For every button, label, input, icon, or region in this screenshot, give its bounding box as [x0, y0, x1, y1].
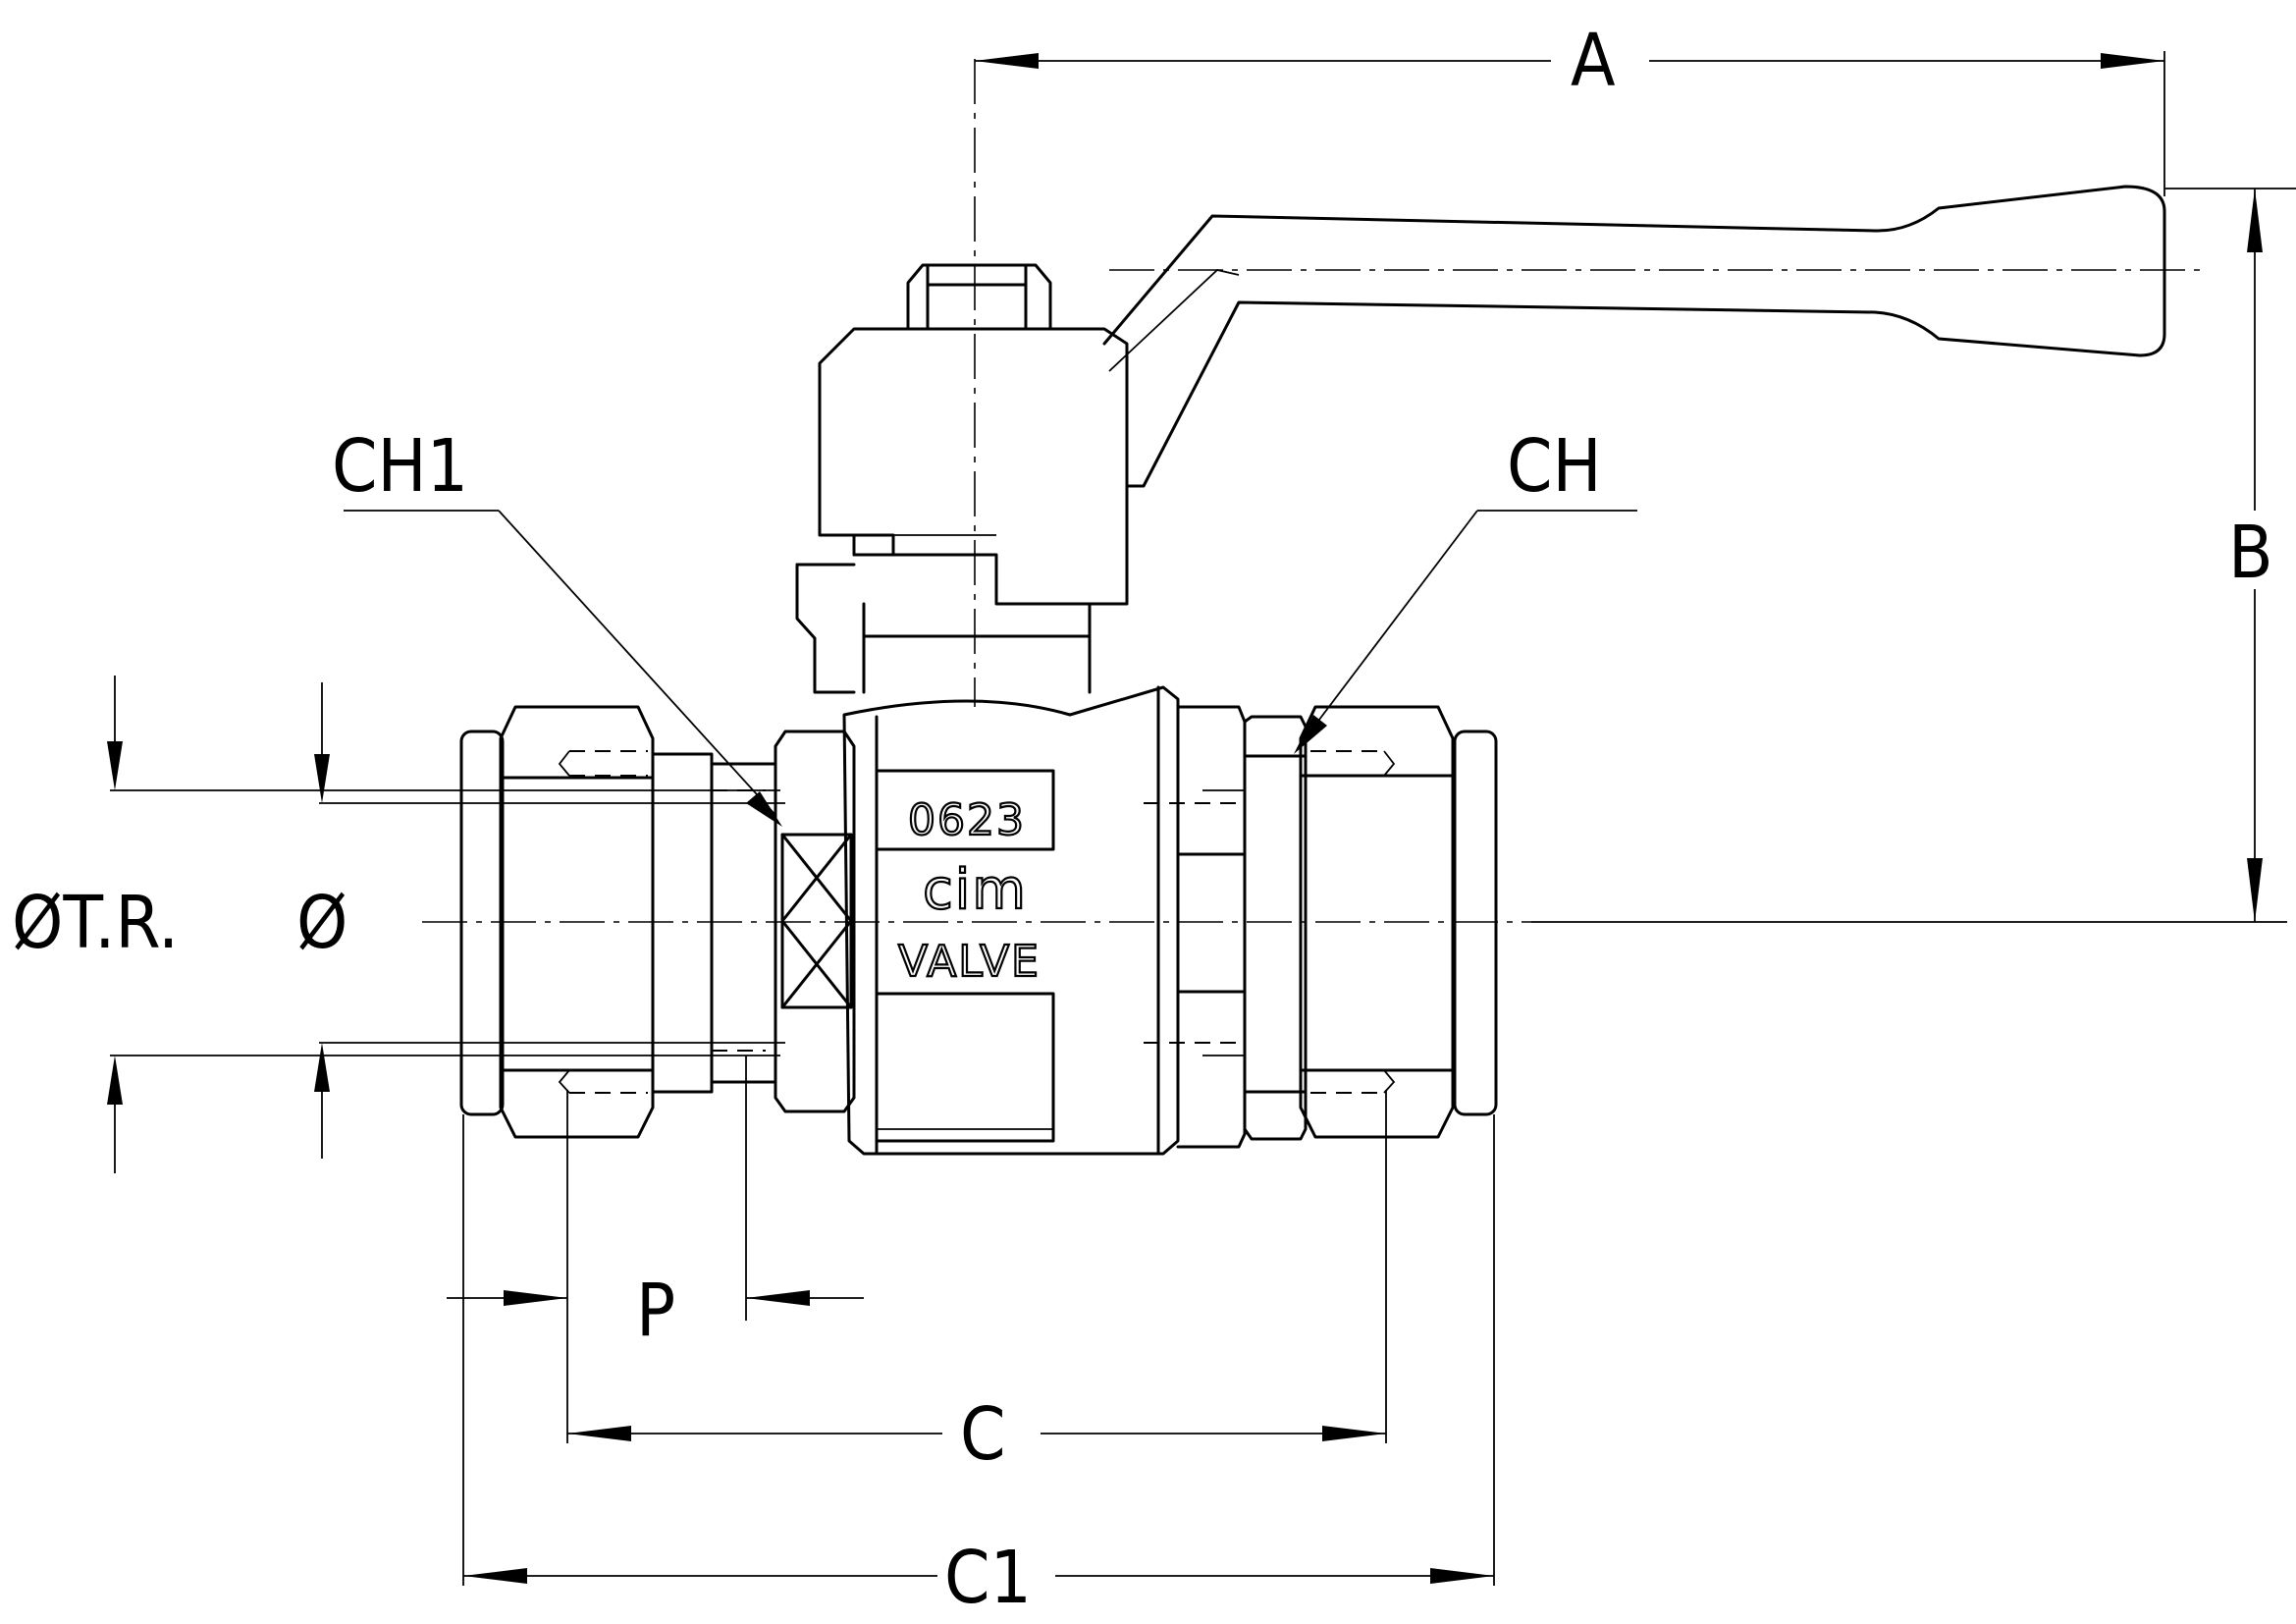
- label-ch: CH: [1507, 424, 1602, 509]
- diameter-extension-lines: [110, 789, 785, 1056]
- label-bore-diameter: Ø: [296, 881, 347, 965]
- dimension-ch: CH: [1294, 424, 1637, 754]
- dimension-b: B: [2164, 188, 2296, 922]
- stem-nut: [906, 263, 1052, 331]
- label-b: B: [2228, 511, 2273, 595]
- handle-hub: [795, 327, 1129, 694]
- body-markings: 0623 cim VALVE: [897, 794, 1041, 988]
- dimension-tube-outer-diameter: ØT.R.: [12, 676, 179, 1173]
- centerlines: [422, 59, 2287, 923]
- dimension-c1: C1: [462, 1114, 1495, 1620]
- dimension-a: A: [975, 19, 2165, 196]
- lever-handle: [1102, 185, 2166, 488]
- dimension-p: P: [447, 1056, 864, 1443]
- left-compression-fitting: [459, 705, 777, 1139]
- label-a: A: [1571, 19, 1616, 103]
- marking-code: 0623: [908, 795, 1026, 845]
- label-c: C: [960, 1392, 1006, 1477]
- marking-line: VALVE: [898, 937, 1041, 987]
- dimension-bore-diameter: Ø: [296, 682, 347, 1159]
- label-tube-outer-diameter: ØT.R.: [12, 881, 179, 965]
- label-ch1: CH1: [332, 424, 468, 509]
- dimension-ch1: CH1: [332, 424, 782, 827]
- dimension-c: C: [567, 1090, 1387, 1477]
- label-c1: C1: [944, 1536, 1032, 1620]
- label-p: P: [636, 1269, 675, 1353]
- marking-brand: cim: [923, 858, 1028, 922]
- right-compression-fitting: [1144, 705, 1498, 1141]
